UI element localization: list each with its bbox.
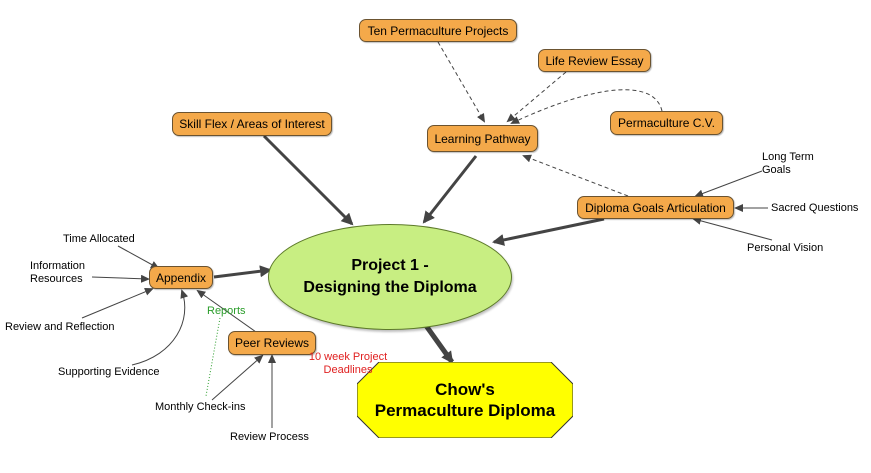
node-permaculture-cv[interactable]: Permaculture C.V.	[610, 111, 723, 135]
label-supporting-evidence: Supporting Evidence	[58, 366, 160, 378]
node-life-review-essay[interactable]: Life Review Essay	[538, 49, 651, 72]
edge-goals-to-hub	[492, 217, 605, 246]
edge-appendix-to-hub	[213, 265, 272, 279]
label-information-resources: Information Resources	[30, 260, 86, 285]
edge-reports-dotted	[205, 317, 221, 397]
edge-learning-to-hub	[422, 155, 478, 224]
edge-life-to-learning	[506, 71, 567, 123]
label-project-deadlines: 10 week Project Deadlines	[308, 351, 388, 376]
node-chows-permaculture-diploma[interactable]: Chow's Permaculture Diploma	[357, 362, 573, 438]
edge-info-to-appendix	[91, 274, 150, 283]
hub-line-2: Designing the Diploma	[303, 279, 477, 296]
goal-line-1: Chow's	[435, 380, 495, 399]
edge-cv-to-learning	[510, 89, 663, 124]
label-reports: Reports	[207, 305, 246, 317]
node-appendix[interactable]: Appendix	[149, 266, 213, 289]
label-long-term-goals: Long Term Goals	[762, 151, 814, 176]
edge-longterm-to-goals	[694, 170, 763, 198]
edge-goals-to-learning	[522, 154, 629, 197]
label-personal-vision: Personal Vision	[747, 242, 824, 254]
label-time-allocated: Time Allocated	[63, 233, 135, 245]
edge-review-to-appendix	[81, 287, 154, 319]
label-sacred-questions: Sacred Questions	[771, 202, 859, 214]
edge-ten-to-learning	[437, 41, 486, 123]
edge-evidence-to-appendix	[131, 289, 189, 366]
node-learning-pathway[interactable]: Learning Pathway	[427, 125, 538, 152]
hub-line-1: Project 1 -	[351, 257, 429, 274]
label-monthly-check-ins: Monthly Check-ins	[155, 401, 246, 413]
node-skill-flex[interactable]: Skill Flex / Areas of Interest	[172, 112, 332, 136]
node-project-1[interactable]: Project 1 - Designing the Diploma	[268, 224, 512, 330]
edge-checkins-to-peer	[211, 354, 264, 401]
node-ten-permaculture-projects[interactable]: Ten Permaculture Projects	[359, 19, 517, 42]
label-review-process: Review Process	[230, 431, 309, 443]
label-review-and-reflection: Review and Reflection	[5, 321, 115, 333]
edge-peer-to-appendix	[196, 289, 257, 333]
octagon-shape	[357, 362, 573, 438]
goal-line-2: Permaculture Diploma	[374, 401, 556, 420]
node-peer-reviews[interactable]: Peer Reviews	[228, 331, 316, 355]
edge-vision-to-goals	[692, 216, 773, 241]
edge-time-to-appendix	[117, 245, 160, 269]
edge-skill-to-hub	[262, 134, 354, 226]
node-diploma-goals-articulation[interactable]: Diploma Goals Articulation	[577, 196, 734, 219]
